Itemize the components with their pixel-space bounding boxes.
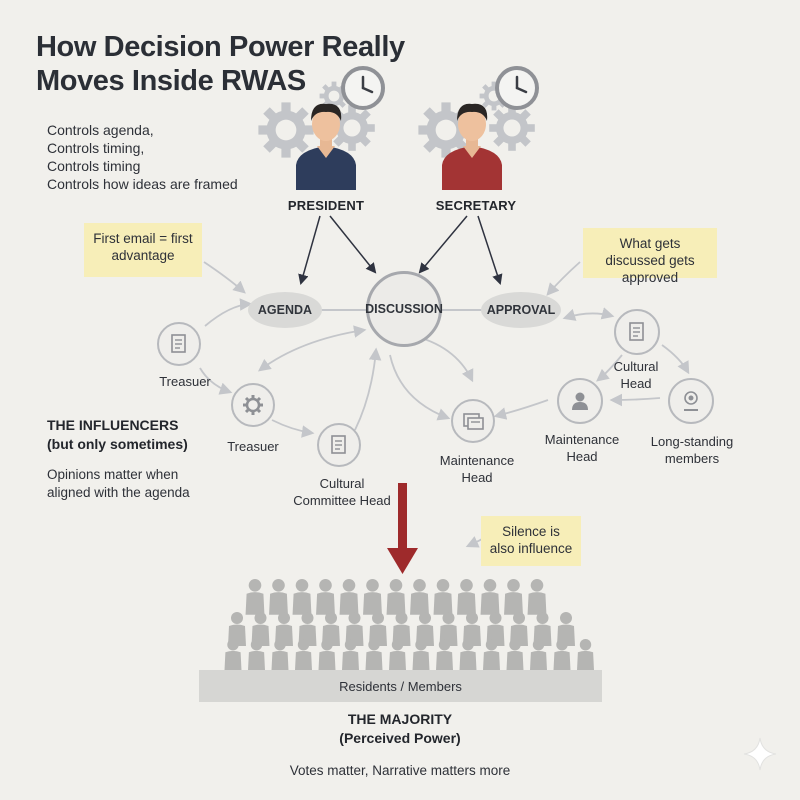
maintenance-center-label: Maintenance Head xyxy=(439,453,515,485)
resident-figure xyxy=(433,579,453,615)
arrow-president-agenda xyxy=(298,215,321,286)
clock-icon xyxy=(341,66,385,110)
controls-list: Controls agenda, Controls timing, Contro… xyxy=(47,121,307,193)
red-down-arrow xyxy=(387,483,418,574)
resident-figure xyxy=(480,579,500,615)
resident-figure xyxy=(504,579,523,615)
node-cultural-right xyxy=(614,309,660,355)
maintenance-right-label: Maintenance Head xyxy=(544,432,620,464)
arrow-secretary-approval xyxy=(477,215,503,285)
note-silence: Silence is also influence xyxy=(481,516,581,566)
cultural-right-label: Cultural Head xyxy=(613,359,659,391)
person-icon xyxy=(684,391,698,411)
controls-item: Controls how ideas are framed xyxy=(47,176,238,192)
influencers-heading: THE INFLUENCERS xyxy=(47,417,179,433)
resident-figure xyxy=(245,579,265,615)
influencers-body-2: aligned with the agenda xyxy=(47,485,190,500)
resident-figure xyxy=(386,579,406,615)
approval-oval: APPROVAL xyxy=(481,292,561,328)
majority-tagline: Votes matter, Narrative matters more xyxy=(289,763,511,778)
title-line-1: How Decision Power Really xyxy=(36,31,405,63)
resident-figure xyxy=(457,579,476,615)
gear-icon xyxy=(243,395,263,415)
president-label: PRESIDENT xyxy=(287,198,365,213)
majority-heading: THE MAJORITY xyxy=(347,711,453,727)
resident-figure xyxy=(527,579,547,615)
role-arrows xyxy=(298,215,503,286)
note-first-email: First email = first advantage xyxy=(84,223,202,277)
secretary-avatar xyxy=(442,103,502,190)
node-treasurer-mid xyxy=(231,383,275,427)
resident-figure xyxy=(363,579,382,615)
node-cultural-committee xyxy=(317,423,361,467)
long-standing-label: Long-standing members xyxy=(650,434,734,466)
influencers-section: THE INFLUENCERS (but only sometimes) Opi… xyxy=(47,416,247,502)
treasurer-mid-label: Treasuer xyxy=(227,439,279,454)
residents-base-bar: Residents / Members xyxy=(199,670,602,702)
sparkle-icon xyxy=(743,737,777,771)
influencers-body-1: Opinions matter when xyxy=(47,467,179,482)
node-maintenance-right xyxy=(557,378,603,424)
controls-item: Controls timing xyxy=(47,158,141,174)
residents-crowd xyxy=(224,579,595,672)
cultural-committee-label: Cultural Committee Head xyxy=(293,476,391,508)
document-icon xyxy=(463,413,484,430)
document-icon xyxy=(331,435,346,454)
majority-subheading: (Perceived Power) xyxy=(339,730,461,746)
node-treasurer-top xyxy=(157,322,201,366)
node-long-standing xyxy=(668,378,714,424)
resident-figure xyxy=(269,579,288,615)
resident-figure xyxy=(316,579,335,615)
person-icon xyxy=(572,392,588,410)
controls-item: Controls agenda, xyxy=(47,122,154,138)
secretary-label: SECRETARY xyxy=(435,198,517,213)
gear-icon xyxy=(489,105,535,151)
majority-section: THE MAJORITY (Perceived Power) Votes mat… xyxy=(250,710,550,780)
discussion-circle: DISCUSSION xyxy=(365,271,443,347)
treasurer-top-label: Treasuer xyxy=(159,374,211,389)
agenda-oval: AGENDA xyxy=(248,292,322,328)
node-maintenance-center xyxy=(451,399,495,443)
gear-icon xyxy=(258,102,314,158)
document-icon xyxy=(629,322,644,341)
note-what-gets-discussed: What gets discussed gets approved xyxy=(583,228,717,285)
influencers-subheading: (but only sometimes) xyxy=(47,436,188,452)
resident-figure xyxy=(339,579,359,615)
document-icon xyxy=(171,334,186,353)
arrow-president-discussion xyxy=(329,215,377,274)
page-title: How Decision Power Really Moves Inside R… xyxy=(36,30,456,98)
resident-figure xyxy=(292,579,312,615)
resident-figure xyxy=(576,639,595,672)
clock-icon xyxy=(495,66,539,110)
president-avatar xyxy=(296,103,356,190)
title-line-2: Moves Inside RWAS xyxy=(36,65,306,97)
arrow-secretary-discussion xyxy=(418,215,468,274)
influence-arrows xyxy=(199,261,690,548)
controls-item: Controls timing, xyxy=(47,140,145,156)
resident-figure xyxy=(410,579,429,615)
